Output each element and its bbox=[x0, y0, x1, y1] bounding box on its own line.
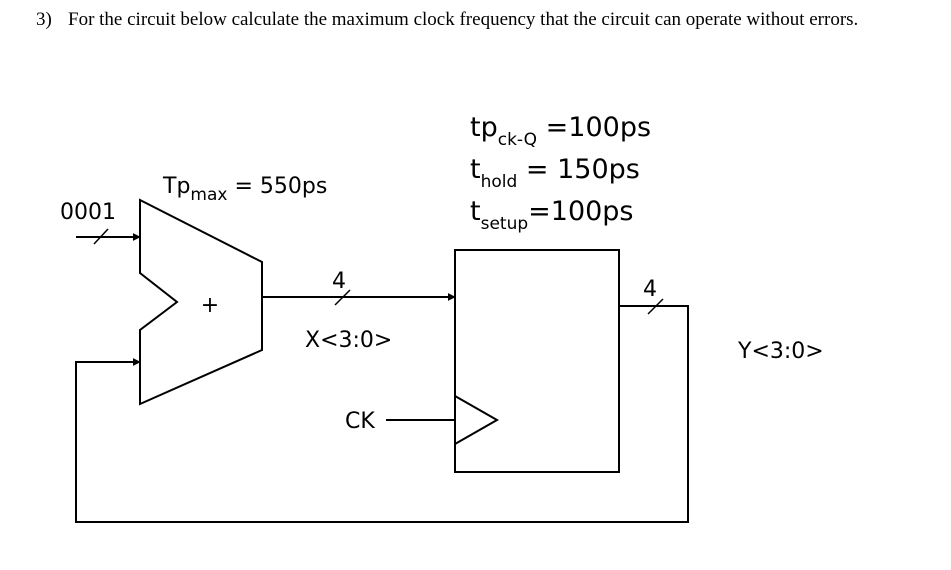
clock-label: CK bbox=[345, 409, 375, 434]
y-bus-label: Y<3:0> bbox=[737, 339, 824, 364]
ff-param-thold: thold = 150ps bbox=[470, 154, 640, 192]
flip-flop bbox=[454, 249, 620, 473]
question-text: For the circuit below calculate the maxi… bbox=[68, 9, 859, 30]
question-number: 3) bbox=[36, 9, 52, 30]
y-bus-tick bbox=[647, 298, 664, 315]
y-bus-width: 4 bbox=[643, 277, 657, 302]
question: 3) For the circuit below calculate the m… bbox=[36, 6, 916, 34]
x-bus-label: X<3:0> bbox=[305, 328, 392, 353]
feedback-wire bbox=[75, 305, 689, 523]
adder-symbol: + bbox=[201, 293, 219, 318]
ff-param-tpckq: tpck-Q =100ps bbox=[470, 112, 651, 150]
input-bus-tick bbox=[93, 228, 109, 245]
adder-block bbox=[139, 198, 263, 406]
input-label: 0001 bbox=[60, 200, 116, 225]
x-bus-width: 4 bbox=[332, 269, 346, 294]
x-bus-tick bbox=[334, 289, 351, 306]
ff-param-tsetup: tsetup=100ps bbox=[470, 196, 634, 234]
adder-delay-label: Tpmax = 550ps bbox=[162, 174, 327, 205]
clock-triangle-icon bbox=[454, 395, 500, 445]
